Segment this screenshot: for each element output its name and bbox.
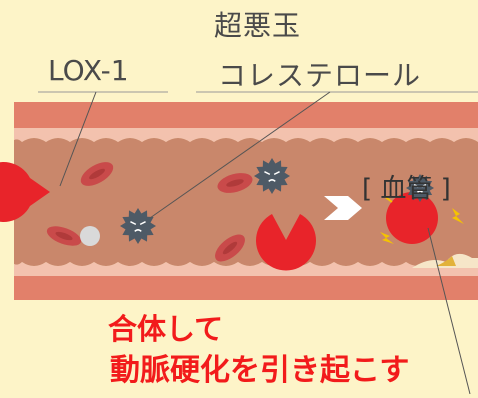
cholesterol-face (130, 221, 146, 232)
plaque-icon (412, 253, 478, 268)
cholesterol-group (120, 158, 434, 244)
white-particle-icon (80, 226, 100, 246)
label-vessel: [ 血管 ] (362, 174, 451, 204)
pointer-line-bound (427, 227, 471, 395)
red-blood-cell-center (226, 179, 244, 187)
red-blood-cell-center (55, 231, 73, 241)
label-super-bad: 超悪玉 (214, 9, 302, 42)
spark-icon (380, 232, 394, 244)
lox1-receptor-bound-icon (386, 192, 438, 244)
vessel-lining-bottom (14, 262, 478, 276)
label-lox1: LOX-1 (48, 54, 129, 87)
pointer-line-cholesterol (149, 91, 331, 219)
super-bad-cholesterol-icon (120, 208, 156, 244)
pointer-line-lox (59, 91, 97, 187)
lox1-receptor-icon (256, 214, 317, 271)
red-blood-cell-center (89, 168, 105, 180)
vessel-wall-top (14, 102, 478, 130)
vessel-wall-bottom (14, 274, 478, 300)
vessel-lining-top (14, 128, 478, 142)
arrow-right-icon (324, 196, 362, 220)
lox1-receptor-icon (0, 162, 50, 222)
super-bad-cholesterol-icon (406, 174, 434, 202)
caption-line-1: 合体して (108, 312, 224, 346)
spark-icon (383, 195, 393, 203)
caption-line-2: 動脈硬化を引き起こす (110, 353, 410, 388)
red-blood-cell-center (222, 241, 238, 255)
spark-icon (452, 208, 464, 224)
cholesterol-face (264, 171, 280, 182)
plaque-yellow-icon (436, 256, 456, 266)
cholesterol-face (413, 183, 427, 193)
label-cholesterol: コレステロール (218, 59, 422, 92)
super-bad-cholesterol-icon (254, 158, 290, 194)
